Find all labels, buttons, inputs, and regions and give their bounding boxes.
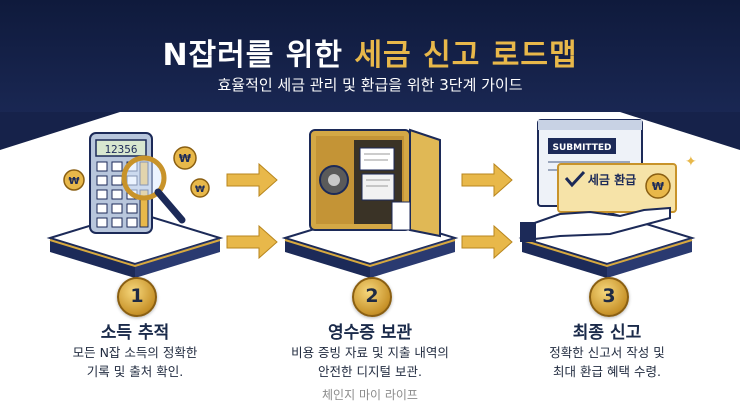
step-2-title: 영수증 보관 <box>327 323 413 343</box>
arrow-right-icon <box>461 162 513 198</box>
step-1-title: 소득 추적 <box>100 323 170 343</box>
svg-text:✦: ✦ <box>685 154 697 170</box>
step-3-desc-line1: 정확한 신고서 작성 및 <box>549 345 665 360</box>
arrow-right-icon <box>226 224 278 260</box>
calculator-magnifier-icon: 12356 ₩ ₩ ₩ <box>63 132 210 234</box>
step-badge-2: 2 <box>352 277 392 317</box>
step-3-description: 정확한 신고서 작성 및 최대 환급 혜택 수령. <box>497 343 717 381</box>
tax-refund-hand-icon: SUBMITTED 세금 환급 ₩ ✦ <box>520 119 697 242</box>
step-badge-3: 3 <box>589 277 629 317</box>
arrow-right-icon <box>226 162 278 198</box>
step-3-desc-line2: 최대 환급 혜택 수령. <box>553 364 661 379</box>
footer-credit: 체인지 마이 라이프 <box>322 388 418 402</box>
svg-text:₩: ₩ <box>179 152 191 165</box>
svg-text:₩: ₩ <box>195 185 205 195</box>
title-part1: N잡러를 위한 <box>162 38 343 73</box>
step-2-desc-line1: 비용 증빙 자료 및 지출 내역의 <box>291 345 449 360</box>
page-title: N잡러를 위한 세금 신고 로드맵 <box>0 30 740 74</box>
calculator-display: 12356 <box>104 143 137 156</box>
refund-label: 세금 환급 <box>588 172 636 187</box>
step-2-desc-line2: 안전한 디지털 보관. <box>318 364 422 379</box>
step-3-title: 최종 신고 <box>572 323 642 343</box>
safe-receipts-icon <box>309 128 441 238</box>
page-subtitle: 효율적인 세금 관리 및 환급을 위한 3단계 가이드 <box>217 76 523 94</box>
step-1-desc-line2: 기록 및 출처 확인. <box>86 364 184 379</box>
submitted-label: SUBMITTED <box>552 143 611 153</box>
svg-text:₩: ₩ <box>68 176 79 187</box>
step-badge-1: 1 <box>117 277 157 317</box>
step-1-description: 모든 N잡 소득의 정확한 기록 및 출처 확인. <box>25 343 245 381</box>
svg-text:₩: ₩ <box>652 180 664 193</box>
step-2-description: 비용 증빙 자료 및 지출 내역의 안전한 디지털 보관. <box>260 343 480 381</box>
step-1-desc-line1: 모든 N잡 소득의 정확한 <box>72 345 198 360</box>
arrow-right-icon <box>461 224 513 260</box>
title-part2: 세금 신고 로드맵 <box>354 38 578 73</box>
